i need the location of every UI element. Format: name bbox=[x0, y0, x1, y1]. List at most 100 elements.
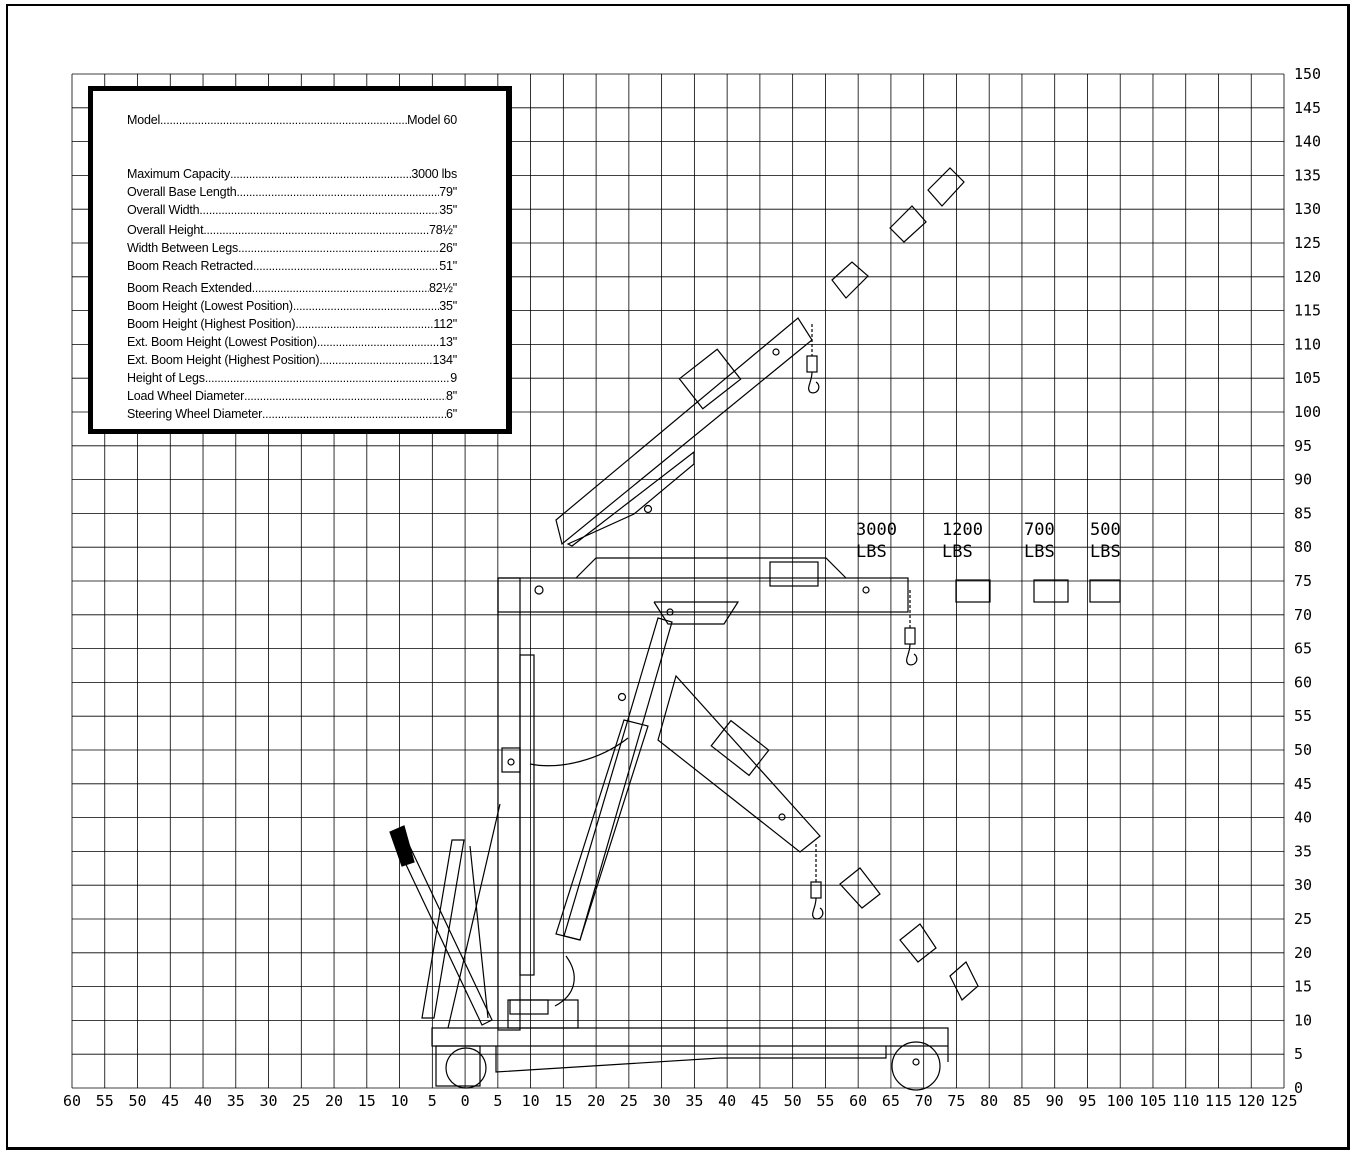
load-weight: 500 bbox=[1090, 520, 1121, 540]
spec-label: Maximum Capacity bbox=[127, 167, 231, 181]
x-tick-label: 50 bbox=[784, 1092, 802, 1110]
x-tick-label: 40 bbox=[194, 1092, 212, 1110]
boom-top-plate bbox=[575, 557, 847, 579]
spec-row: Overall Height78½" bbox=[127, 221, 457, 239]
drawing-frame bbox=[6, 4, 1350, 1150]
x-tick-label: 35 bbox=[685, 1092, 703, 1110]
spec-leader-dots bbox=[203, 221, 429, 239]
hook-raised bbox=[806, 324, 820, 394]
spec-row: Steering Wheel Diameter6" bbox=[127, 405, 457, 423]
spec-value: 9 bbox=[450, 371, 457, 385]
spec-label: Overall Base Length bbox=[127, 185, 237, 199]
load-capacity-labels: 3000 LBS 1200 LBS 700 LBS 500 LBS bbox=[856, 520, 1121, 562]
spec-label: Boom Reach Retracted bbox=[127, 259, 253, 273]
boom-lowered bbox=[657, 674, 821, 853]
x-tick-label: 35 bbox=[227, 1092, 245, 1110]
y-tick-label: 60 bbox=[1294, 673, 1312, 691]
spec-row: ModelModel 60 bbox=[127, 111, 457, 129]
spec-leader-dots bbox=[236, 183, 439, 201]
load-block-700 bbox=[1033, 579, 1069, 603]
x-tick-label: 15 bbox=[358, 1092, 376, 1110]
x-tick-label: 110 bbox=[1172, 1092, 1199, 1110]
y-tick-label: 35 bbox=[1294, 842, 1312, 860]
spec-value: 13" bbox=[439, 335, 457, 349]
boom-sleeve bbox=[769, 561, 819, 587]
spec-leader-dots bbox=[317, 333, 439, 351]
load-unit: LBS bbox=[1024, 542, 1055, 562]
load-weight: 700 bbox=[1024, 520, 1055, 540]
spec-label: Overall Width bbox=[127, 203, 200, 217]
spec-leader-dots bbox=[199, 201, 439, 219]
ram-upper bbox=[563, 617, 673, 941]
x-tick-label: 100 bbox=[1107, 1092, 1134, 1110]
spec-label: Ext. Boom Height (Highest Position) bbox=[127, 353, 320, 367]
y-tick-label: 5 bbox=[1294, 1045, 1303, 1063]
y-tick-label: 90 bbox=[1294, 471, 1312, 489]
y-tick-label: 30 bbox=[1294, 876, 1312, 894]
x-tick-label: 90 bbox=[1046, 1092, 1064, 1110]
y-tick-label: 95 bbox=[1294, 437, 1312, 455]
x-tick-label: 30 bbox=[260, 1092, 278, 1110]
spec-leader-dots bbox=[293, 297, 439, 315]
x-tick-label: 95 bbox=[1078, 1092, 1096, 1110]
y-axis-ticks: 1501451401351301251201151101051009590858… bbox=[1294, 65, 1321, 1097]
spec-row: Boom Height (Highest Position) 112" bbox=[127, 315, 457, 333]
y-tick-label: 10 bbox=[1294, 1011, 1312, 1029]
spec-row: Load Wheel Diameter8" bbox=[127, 387, 457, 405]
y-tick-label: 65 bbox=[1294, 640, 1312, 658]
handle-rod bbox=[469, 845, 489, 1019]
spec-row: Ext. Boom Height (Highest Position) 134" bbox=[127, 351, 457, 369]
spec-row: Boom Height (Lowest Position)35" bbox=[127, 297, 457, 315]
boom-raised-end-pin bbox=[772, 348, 780, 356]
boom-raised-sleeve bbox=[678, 348, 742, 410]
spec-value: 26" bbox=[439, 241, 457, 255]
y-tick-label: 100 bbox=[1294, 403, 1321, 421]
y-tick-label: 130 bbox=[1294, 200, 1321, 218]
base-leg bbox=[431, 1027, 949, 1047]
spec-label: Overall Height bbox=[127, 223, 204, 237]
y-tick-label: 55 bbox=[1294, 707, 1312, 725]
x-tick-label: 125 bbox=[1270, 1092, 1297, 1110]
x-tick-label: 20 bbox=[325, 1092, 343, 1110]
crane-drawing bbox=[389, 167, 1121, 1091]
x-tick-label: 25 bbox=[620, 1092, 638, 1110]
spec-label: Width Between Legs bbox=[127, 241, 239, 255]
spec-leader-dots bbox=[262, 405, 446, 423]
spec-row: Boom Reach Retracted51" bbox=[127, 257, 457, 275]
pump bbox=[509, 999, 549, 1015]
y-tick-label: 85 bbox=[1294, 504, 1312, 522]
x-tick-label: 45 bbox=[161, 1092, 179, 1110]
x-tick-label: 10 bbox=[522, 1092, 540, 1110]
y-tick-label: 135 bbox=[1294, 166, 1321, 184]
spec-value: Model 60 bbox=[407, 113, 457, 127]
x-tick-label: 0 bbox=[461, 1092, 470, 1110]
load-block-1200 bbox=[955, 579, 991, 603]
load-unit: LBS bbox=[942, 542, 973, 562]
base-leg-lower bbox=[495, 1046, 887, 1073]
spec-value: 134" bbox=[432, 353, 458, 367]
x-tick-label: 105 bbox=[1139, 1092, 1166, 1110]
valve-pin bbox=[507, 758, 515, 766]
load-block-500 bbox=[1089, 579, 1121, 603]
hook-mid bbox=[904, 590, 918, 666]
spec-value: 8" bbox=[446, 389, 457, 403]
x-tick-label: 60 bbox=[849, 1092, 867, 1110]
spec-value: 35" bbox=[439, 203, 457, 217]
load-unit: LBS bbox=[1090, 542, 1121, 562]
spec-label: Boom Height (Highest Position) bbox=[127, 317, 296, 331]
x-tick-label: 30 bbox=[653, 1092, 671, 1110]
boom-lowered-sleeve bbox=[710, 719, 770, 777]
x-tick-label: 15 bbox=[554, 1092, 572, 1110]
spec-row: Ext. Boom Height (Lowest Position)13" bbox=[127, 333, 457, 351]
spec-value: 79" bbox=[439, 185, 457, 199]
load-wheel bbox=[891, 1041, 941, 1091]
spec-value: 112" bbox=[433, 317, 457, 331]
spec-leader-dots bbox=[160, 111, 407, 129]
y-tick-label: 40 bbox=[1294, 809, 1312, 827]
spec-leader-dots bbox=[295, 315, 433, 333]
x-tick-label: 85 bbox=[1013, 1092, 1031, 1110]
x-tick-label: 55 bbox=[816, 1092, 834, 1110]
steering-handle bbox=[421, 839, 465, 1019]
y-tick-label: 25 bbox=[1294, 910, 1312, 928]
